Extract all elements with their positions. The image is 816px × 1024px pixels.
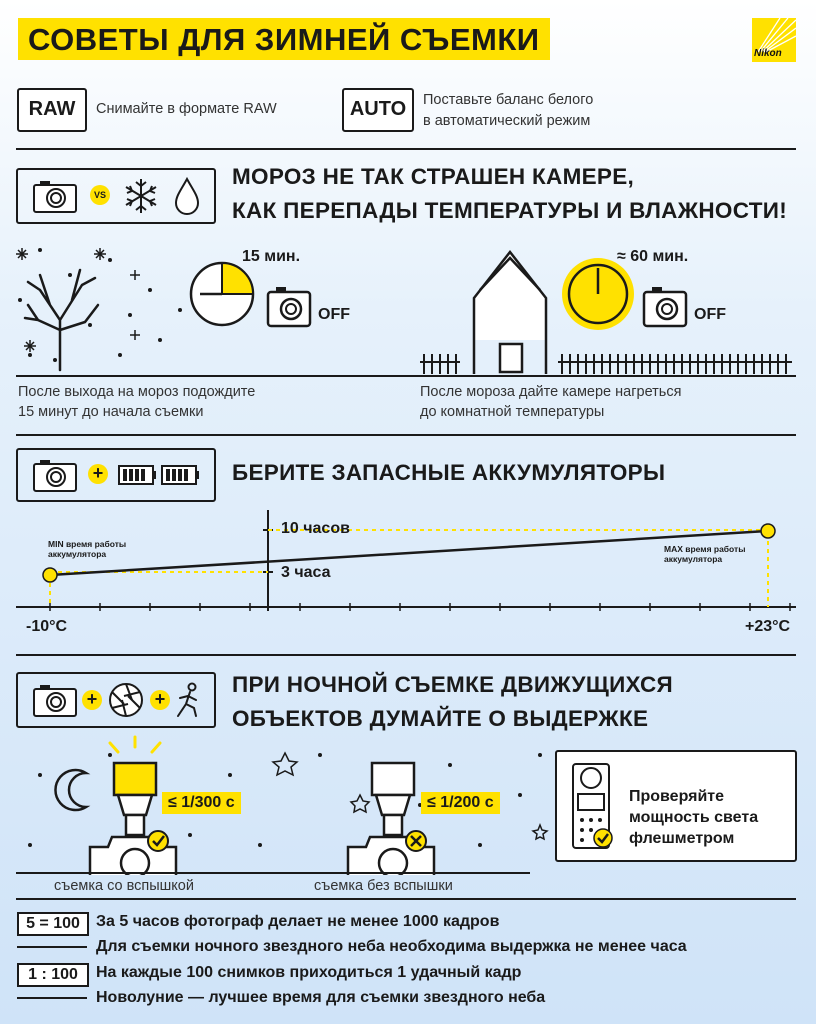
fact-3: На каждые 100 снимков приходиться 1 удач… — [96, 964, 522, 981]
frost-illustration — [16, 248, 796, 377]
flash-camera-icon — [88, 735, 178, 875]
vs-badge: VS — [90, 185, 110, 205]
auto-tip-line1: Поставьте баланс белого — [423, 92, 594, 108]
left-wait-time: 15 мин. — [242, 248, 301, 265]
fact-key-1-100: 1 : 100 — [17, 963, 89, 987]
divider — [16, 898, 796, 900]
fact-2: Для съемки ночного звездного неба необхо… — [96, 938, 687, 955]
min-temp-label: -10°C — [26, 618, 68, 635]
noflash-shutter-tag: ≤ 1/200 с — [421, 792, 500, 814]
logo-rays-icon — [757, 18, 796, 53]
max-temp-label: +23°C — [745, 618, 791, 635]
noflash-camera-icon — [346, 761, 436, 875]
small-snowflake-icon — [16, 248, 140, 352]
camera-icon — [33, 685, 77, 717]
night-heading-line1: ПРИ НОЧНОЙ СЪЕМКЕ ДВИЖУЩИХСЯ — [232, 672, 674, 697]
left-caption-line2: 15 минут до начала съемки — [18, 404, 204, 420]
night-heading-line2: ОБЪЕКТОВ ДУМАЙТЕ О ВЫДЕРЖКЕ — [232, 706, 649, 731]
brand-logo: Nikon — [752, 18, 796, 62]
flash-caption: съемка со вспышкой — [54, 878, 194, 894]
max-label-line2: аккумулятора — [664, 554, 723, 564]
frost-icon-box: VS — [16, 168, 216, 224]
running-person-icon — [177, 682, 197, 717]
flash-shutter-tag: ≤ 1/300 с — [162, 792, 241, 814]
raw-tag: RAW — [17, 88, 87, 132]
divider — [16, 654, 796, 656]
camera-icon — [33, 181, 77, 213]
max-label-line1: MAX время работы — [664, 544, 746, 554]
auto-tag: AUTO — [342, 88, 414, 132]
flashmeter-text-line3: флешметром — [629, 830, 735, 847]
flashmeter-box: Проверяйте мощность света флешметром — [555, 750, 797, 862]
raw-tip-text: Снимайте в формате RAW — [96, 101, 277, 117]
min-point — [42, 567, 58, 583]
flashmeter-text-line2: мощность света — [629, 809, 759, 826]
camera-off-icon-left — [266, 287, 312, 328]
noflash-caption: съемка без вспышки — [314, 878, 453, 894]
min-hours-label: 3 часа — [281, 564, 331, 581]
fact-bullet-line — [17, 997, 87, 999]
left-caption-line1: После выхода на мороз подождите — [18, 384, 256, 400]
max-point — [760, 523, 776, 539]
fact-key-5-100: 5 = 100 — [17, 912, 89, 936]
bare-tree-icon — [23, 268, 100, 372]
max-hours-label: 10 часов — [281, 520, 350, 537]
fence-icon — [420, 354, 792, 374]
fact-4: Новолуние — лучшее время для съемки звез… — [96, 989, 546, 1006]
plus-badge: + — [88, 464, 108, 484]
battery-icon-box: + — [16, 448, 216, 502]
snowflake-icon — [125, 179, 157, 213]
divider — [16, 434, 796, 436]
left-off-label: OFF — [318, 306, 350, 323]
battery-trend-line — [49, 529, 769, 577]
camera-icon — [33, 460, 77, 492]
min-label-line2: аккумулятора — [48, 549, 107, 559]
right-wait-time: ≈ 60 мин. — [617, 248, 689, 265]
fact-bullet-line — [17, 946, 87, 948]
aperture-icon — [109, 683, 143, 717]
divider — [16, 148, 796, 150]
flashmeter-text-line1: Проверяйте — [629, 788, 725, 805]
flashmeter-icon — [572, 763, 613, 849]
battery-heading: БЕРИТЕ ЗАПАСНЫЕ АККУМУЛЯТОРЫ — [232, 460, 666, 485]
battery-chart — [16, 510, 796, 611]
frost-heading-line1: МОРОЗ НЕ ТАК СТРАШЕН КАМЕРЕ, — [232, 164, 635, 189]
plus-badge: + — [82, 690, 102, 710]
frost-heading-line2: КАК ПЕРЕПАДЫ ТЕМПЕРАТУРЫ И ВЛАЖНОСТИ! — [232, 198, 788, 223]
min-label-line1: MIN время работы — [48, 539, 127, 549]
page-title: СОВЕТЫ ДЛЯ ЗИМНЕЙ СЪЕМКИ — [18, 18, 550, 60]
right-caption-line2: до комнатной температуры — [420, 404, 605, 420]
right-caption-line1: После мороза дайте камере нагреться — [420, 384, 682, 400]
night-icon-box: + + — [16, 672, 216, 728]
house-icon — [472, 249, 548, 374]
star-icon — [271, 751, 299, 777]
auto-tip-line2: в автоматический режим — [423, 113, 591, 129]
right-off-label: OFF — [694, 306, 726, 323]
plus-badge: + — [150, 690, 170, 710]
night-illustration — [16, 735, 549, 875]
brand-name: Nikon — [754, 48, 782, 59]
moon-icon — [54, 768, 91, 812]
fact-1: За 5 часов фотограф делает не менее 1000… — [96, 913, 500, 930]
water-drop-icon — [174, 176, 200, 215]
battery-icons — [118, 465, 199, 485]
